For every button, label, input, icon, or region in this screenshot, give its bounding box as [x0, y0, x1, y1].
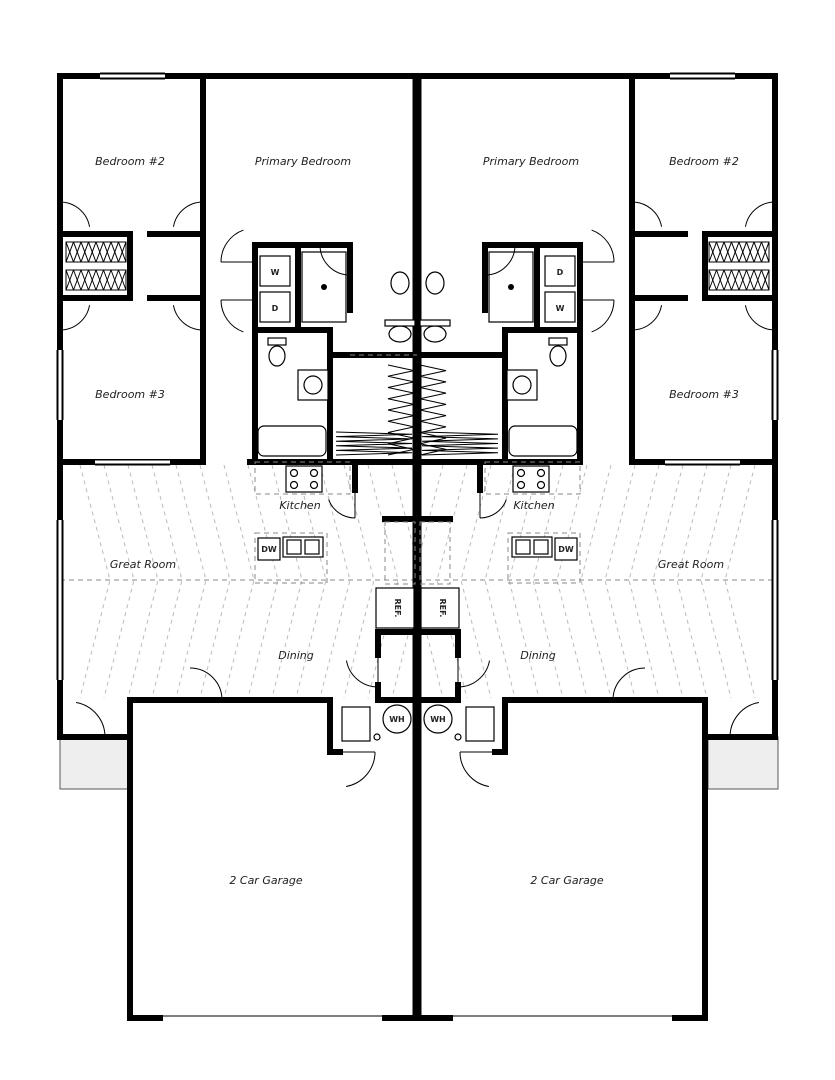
room-label-bedroom-3-right: Bedroom #3	[669, 388, 739, 401]
hall-bath-right	[506, 337, 578, 457]
room-label-kitchen-left: Kitchen	[279, 499, 320, 512]
washer-label-right: W	[556, 304, 565, 313]
dryer-label-left: D	[272, 304, 279, 313]
interior-walls	[57, 73, 778, 755]
room-label-great-room-left: Great Room	[110, 558, 176, 571]
room-labels: Bedroom #2 Primary Bedroom Primary Bedro…	[95, 155, 739, 887]
primary-bath-left	[301, 251, 417, 356]
mechanical-left: WH	[341, 704, 412, 742]
mechanical-right: WH	[423, 704, 495, 742]
doors	[59, 201, 776, 787]
dishwasher-label-left: DW	[261, 545, 277, 554]
refrigerator-label-left: REF.	[393, 599, 402, 618]
dishwasher-label-right: DW	[558, 545, 574, 554]
room-label-dining-left: Dining	[278, 649, 314, 662]
room-label-garage-left: 2 Car Garage	[229, 874, 302, 887]
washer-label-left: W	[271, 268, 280, 277]
dryer-label-right: D	[557, 268, 564, 277]
kitchen-right: DW	[484, 461, 581, 584]
closet-shelving	[65, 241, 770, 291]
room-label-bedroom-3-left: Bedroom #3	[95, 388, 165, 401]
refrigerator-right: REF.	[420, 587, 460, 629]
kitchen-left: DW	[254, 461, 351, 584]
room-label-bedroom-2-right: Bedroom #2	[669, 155, 739, 168]
pantry-left	[384, 521, 416, 585]
room-label-dining-right: Dining	[520, 649, 556, 662]
room-label-great-room-right: Great Room	[658, 558, 724, 571]
primary-bath-right	[419, 251, 534, 343]
floor-hatching	[60, 464, 775, 699]
pantry-right	[419, 521, 451, 585]
hall-bath-left	[257, 337, 329, 457]
refrigerator-label-right: REF.	[438, 599, 447, 618]
refrigerator-left: REF.	[375, 587, 415, 629]
windows	[56, 72, 779, 680]
laundry-left: W D	[259, 255, 291, 323]
walk-in-closet	[335, 364, 499, 456]
water-heater-label-left: WH	[389, 715, 405, 724]
laundry-right: D W	[544, 255, 576, 323]
room-label-primary-bedroom-right: Primary Bedroom	[483, 155, 579, 168]
room-label-kitchen-right: Kitchen	[513, 499, 554, 512]
water-heater-label-right: WH	[430, 715, 446, 724]
entry-pad-left	[59, 736, 131, 790]
room-label-primary-bedroom-left: Primary Bedroom	[255, 155, 351, 168]
entry-pad-right	[707, 736, 779, 790]
room-label-bedroom-2-left: Bedroom #2	[95, 155, 165, 168]
room-label-garage-right: 2 Car Garage	[530, 874, 603, 887]
